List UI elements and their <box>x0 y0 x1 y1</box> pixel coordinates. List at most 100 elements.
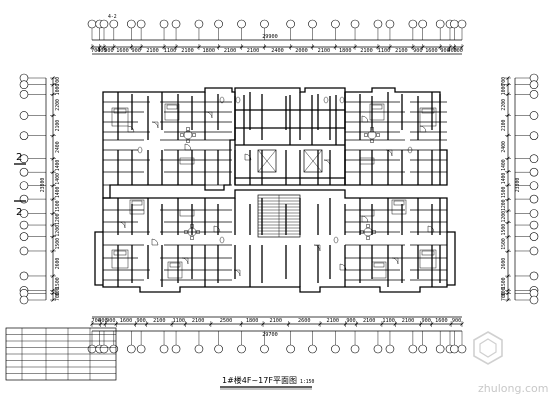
chair <box>366 224 370 228</box>
dimension-slash <box>102 45 106 49</box>
dimension-slash <box>239 322 243 326</box>
pillow <box>166 104 178 110</box>
axis-bubble <box>529 131 539 140</box>
dimension-slash <box>51 92 55 97</box>
dimension-label: 2200 <box>55 99 61 111</box>
axis-bubble <box>19 295 29 305</box>
dimension-label: 1200 <box>55 213 61 225</box>
pillow <box>393 200 405 206</box>
door-swing <box>391 257 399 265</box>
dimension-slash <box>51 211 55 216</box>
axis-bubble <box>19 271 29 281</box>
dimension-slash <box>506 298 510 302</box>
dimension-slash <box>506 170 510 174</box>
dimension-label: 700 <box>453 48 462 54</box>
axis-bubble <box>214 344 223 354</box>
dimension-label: 900 <box>104 48 113 54</box>
axis-bubble <box>529 232 539 241</box>
axis-bubble <box>136 344 146 354</box>
bed <box>167 261 183 279</box>
dimension-label: 2200 <box>501 99 507 111</box>
dimension-label: 2100 <box>153 318 166 324</box>
dimension-slash <box>452 45 457 49</box>
dimension-slash <box>376 45 380 49</box>
axis-bubble <box>529 295 539 305</box>
chair <box>196 230 200 234</box>
dimension-slash <box>318 322 322 326</box>
dimension-label: 900 <box>132 48 141 54</box>
dimension-slash <box>98 322 103 326</box>
axis-bubble <box>529 111 539 120</box>
dimension-label: 1200 <box>501 211 507 223</box>
dimension-label: 1600 <box>120 318 133 324</box>
chair <box>190 236 194 240</box>
door-swing <box>233 269 241 277</box>
left-dimension-chain: 7001000220021002400140014001400150012001… <box>50 76 61 302</box>
pillow <box>373 262 385 268</box>
axis-bubble <box>308 19 317 29</box>
dimension-slash <box>506 249 510 253</box>
door-swing <box>151 121 159 129</box>
toilet <box>333 236 339 244</box>
toilet <box>219 96 225 104</box>
axis-bubble <box>87 344 97 354</box>
axis-bubble <box>529 194 539 204</box>
dimension-label: 1600 <box>425 48 438 54</box>
bed <box>111 107 129 127</box>
dimension-label: 400 <box>98 318 107 324</box>
pillow <box>169 262 181 268</box>
pillow <box>421 108 435 114</box>
dimension-slash <box>51 183 55 188</box>
dimension-label: 700 <box>501 292 507 301</box>
dimension-label: 900 <box>440 48 449 54</box>
axis-bubble <box>529 209 539 218</box>
dimension-slash <box>239 45 244 49</box>
axis-bubble <box>529 181 539 190</box>
axis-bubble <box>529 154 539 164</box>
axis-bubble <box>87 19 97 29</box>
dimension-slash <box>506 82 510 87</box>
axis-bubble <box>529 220 539 230</box>
dimension-label: 2500 <box>220 318 233 324</box>
dimension-label: 1600 <box>435 318 448 324</box>
door-swing <box>127 125 135 133</box>
dimension-label: 900 <box>106 318 115 324</box>
dimension-label: 2600 <box>55 258 61 270</box>
dimension-slash <box>380 322 384 326</box>
door-swing <box>118 221 126 229</box>
dimension-slash <box>51 82 55 87</box>
dimension-slash <box>506 76 510 80</box>
dimension-slash <box>411 45 415 49</box>
right-dimension-chain: 7001000220021002400140014001500120012001… <box>501 76 511 302</box>
dimension-slash <box>506 291 510 296</box>
chair <box>370 139 374 143</box>
axis-bubble <box>529 80 539 90</box>
door-swing <box>385 149 393 157</box>
dimension-label: 1400 <box>55 160 61 172</box>
dimension-label: 1400 <box>501 159 507 171</box>
dimension-slash <box>506 92 510 97</box>
dimension-slash <box>97 45 102 49</box>
chair <box>366 236 370 240</box>
dimension-label: 900 <box>136 318 145 324</box>
dimension-slash <box>51 298 55 302</box>
dimension-slash <box>261 322 265 326</box>
toilet <box>339 96 345 104</box>
dining-table <box>187 227 197 237</box>
dimension-slash <box>506 133 510 138</box>
dining-table <box>363 227 373 237</box>
pillow <box>371 104 383 110</box>
door-swing <box>151 238 159 246</box>
dimension-slash <box>51 133 55 138</box>
dimension-label: 1100 <box>164 48 177 54</box>
sofa <box>359 209 375 217</box>
axis-bubble <box>260 344 269 354</box>
dimension-label: 2100 <box>501 119 507 131</box>
building-plan <box>94 87 456 293</box>
dimension-slash <box>51 291 55 296</box>
axis-bubble <box>109 19 119 29</box>
axis-bubble <box>435 19 445 29</box>
dimension-label: 2100 <box>247 48 260 54</box>
dimension-label: 1500 <box>501 238 507 250</box>
